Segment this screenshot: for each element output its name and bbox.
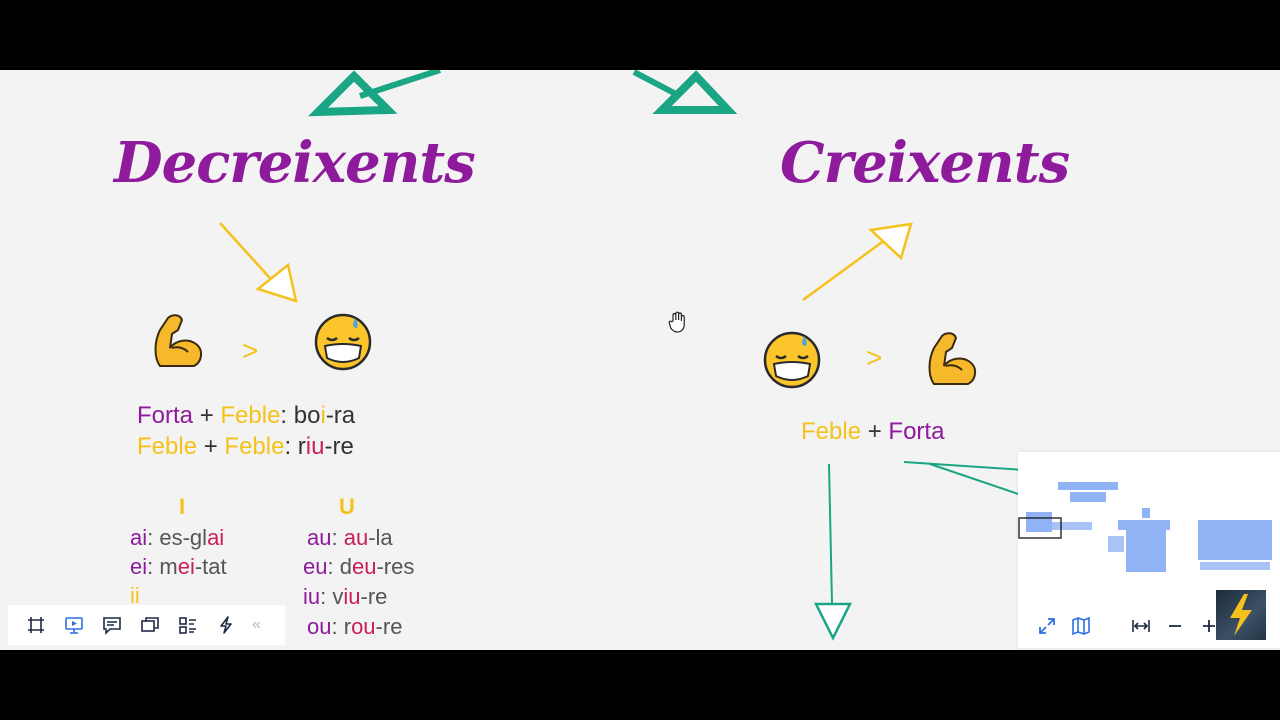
example-highlight: i [320, 402, 326, 429]
fit-width-icon[interactable] [1126, 611, 1156, 641]
label-feble: Feble [220, 402, 281, 429]
example-prefix: d [339, 554, 352, 579]
comments-icon[interactable] [100, 613, 124, 637]
layout-icon[interactable] [176, 613, 200, 637]
example-highlight: ai [207, 525, 225, 550]
green-arrowhead-right [632, 70, 738, 114]
cards-icon[interactable] [138, 613, 162, 637]
example-highlight: ei [177, 554, 195, 579]
green-arrowhead-left [308, 70, 441, 117]
flexed-biceps-emoji [154, 314, 202, 367]
rule-weak-strong: Feble + Forta [801, 418, 944, 446]
example-prefix: bo [293, 402, 321, 429]
colon: : [327, 554, 334, 579]
colon: : [147, 525, 154, 550]
column-header-u: U [339, 494, 355, 519]
diphthong-ei: ei: mei-tat [130, 554, 227, 580]
example-suffix: -tat [194, 554, 227, 579]
colon: : [320, 584, 327, 609]
bottom-toolbar: « [8, 605, 285, 645]
example-highlight: ou [351, 614, 376, 639]
diphthong-eu: eu: deu-res [303, 554, 414, 580]
example-prefix: r [343, 614, 352, 639]
plus-sign: + [867, 418, 882, 445]
zoom-out-icon[interactable] [1160, 611, 1190, 641]
diphthong-key: ou [307, 614, 332, 639]
minimap-panel[interactable] [1018, 452, 1280, 648]
diphthong-ou: ou: rou-re [307, 614, 402, 640]
colon: : [147, 554, 154, 579]
map-icon[interactable] [1066, 611, 1096, 641]
green-arrow-down [813, 463, 853, 641]
example-highlight: au [343, 525, 369, 550]
diphthong-key: ii [130, 583, 140, 608]
diphthong-key: eu [303, 554, 328, 579]
minimap-preview[interactable] [1018, 452, 1280, 602]
colon: : [331, 525, 338, 550]
diphthong-key: iu [303, 584, 321, 609]
fullscreen-icon[interactable] [1032, 611, 1062, 641]
colon: : [284, 433, 292, 460]
example-highlight: iu [343, 584, 361, 609]
example-prefix: es-gl [159, 525, 208, 550]
plus-sign: + [199, 402, 214, 429]
label-forta: Forta [888, 418, 945, 445]
diphthong-ii: ii [130, 583, 140, 609]
example-prefix: m [159, 554, 178, 579]
title-creixents: Creixents [780, 130, 1070, 196]
diphthong-au: au: au-la [307, 525, 393, 551]
column-header-i: I [179, 494, 186, 519]
example-suffix: -re [375, 614, 403, 639]
diphthong-key: au [307, 525, 332, 550]
collapse-toolbar-button[interactable]: « [252, 616, 261, 633]
example-suffix: -re [360, 584, 388, 609]
diphthong-key: ei [130, 554, 148, 579]
example-prefix: v [332, 584, 344, 609]
colon: : [280, 402, 288, 429]
flexed-biceps-emoji [928, 332, 976, 385]
title-decreixents: Decreixents [114, 130, 476, 196]
greater-than-right: > [866, 342, 883, 373]
lightning-logo-icon [1230, 594, 1252, 636]
example-suffix: -res [376, 554, 415, 579]
example-highlight: eu [351, 554, 377, 579]
label-feble: Feble [137, 433, 198, 460]
whiteboard-canvas[interactable]: Decreixents Creixents > Forta + Feble: b… [0, 70, 1280, 650]
example-prefix: r [297, 433, 306, 460]
diphthong-key: ai [130, 525, 148, 550]
yellow-arrow-up [802, 222, 913, 302]
sweat-mask-face-emoji [314, 313, 372, 371]
rule-strong-weak: Forta + Feble: boi-ra [137, 402, 355, 430]
minimap-controls [1018, 604, 1280, 648]
label-forta: Forta [137, 402, 194, 429]
green-connector-lines [903, 461, 1025, 497]
colon: : [331, 614, 338, 639]
label-feble: Feble [801, 418, 862, 445]
sweat-mask-face-emoji [763, 331, 821, 389]
plus-sign: + [203, 433, 218, 460]
yellow-arrow-down [219, 222, 298, 303]
example-suffix: -la [368, 525, 393, 550]
diphthong-ai: ai: es-glai [130, 525, 224, 551]
avatar[interactable] [1216, 590, 1266, 640]
diphthong-iu: iu: viu-re [303, 584, 387, 610]
greater-than-left: > [242, 335, 259, 366]
label-feble: Feble [224, 433, 285, 460]
present-icon[interactable] [62, 613, 86, 637]
example-suffix: -ra [325, 402, 356, 429]
example-highlight: iu [305, 433, 325, 460]
zoom-in-icon[interactable] [1194, 611, 1224, 641]
rule-weak-weak: Feble + Feble: riu-re [137, 433, 354, 461]
bolt-icon[interactable] [214, 613, 238, 637]
example-suffix: -re [324, 433, 354, 460]
hand-cursor-icon [668, 311, 685, 333]
frame-icon[interactable] [24, 613, 48, 637]
